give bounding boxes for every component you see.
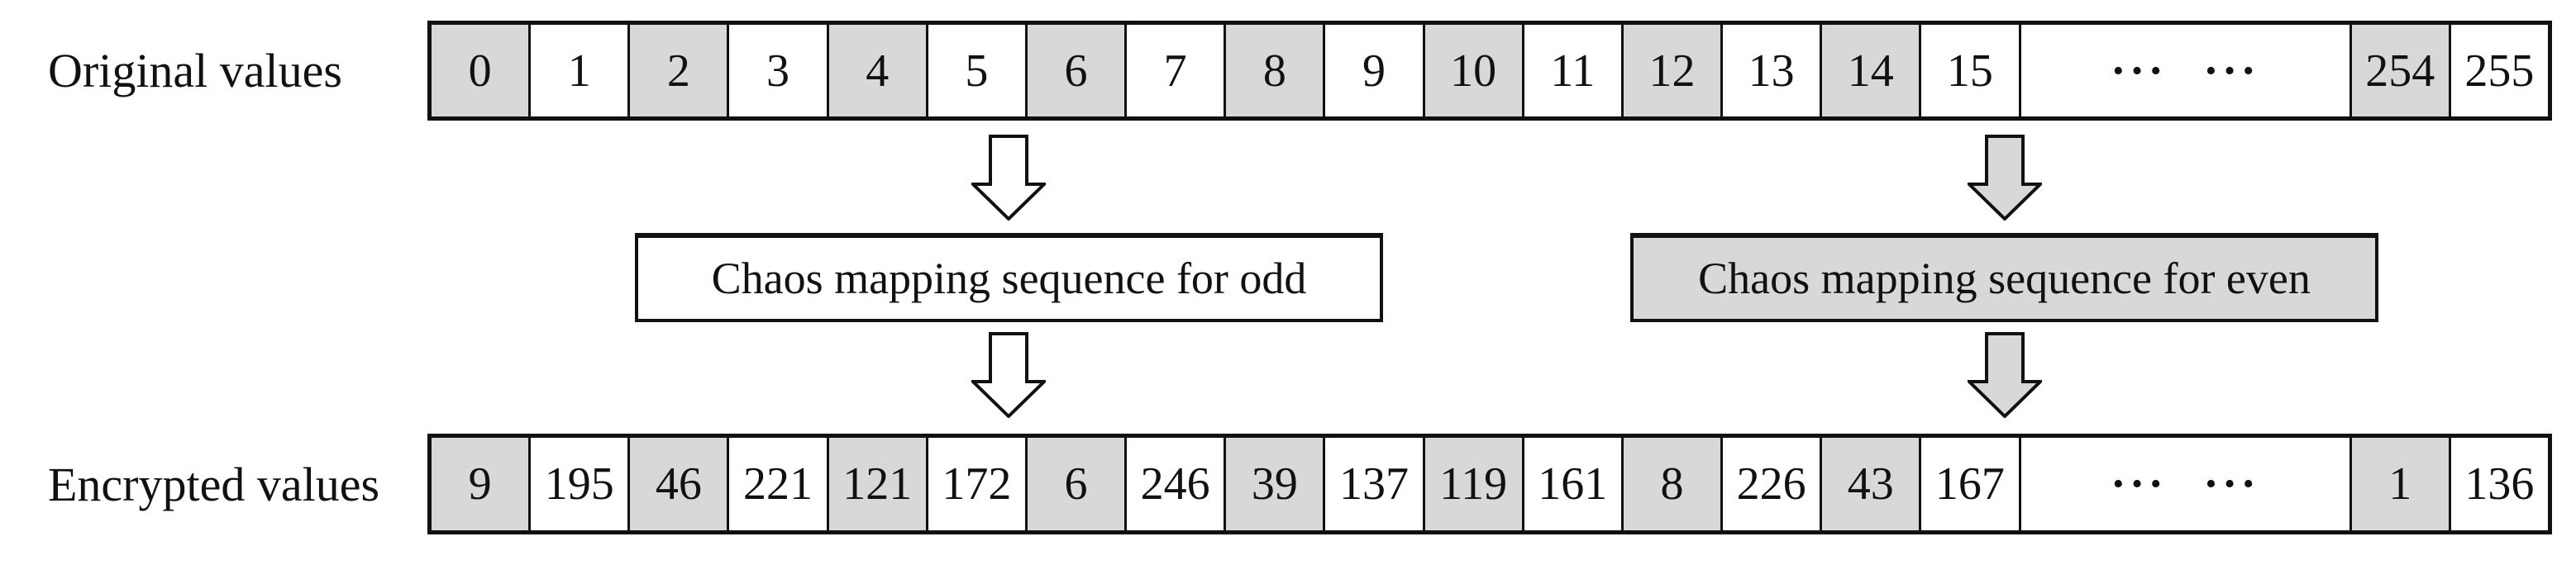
down-arrow-icon [971,135,1046,221]
value-cell: 246 [1124,438,1224,530]
value-cell: 195 [528,438,628,530]
value-cell: 6 [1024,25,1125,116]
value-cell: 10 [1422,25,1522,116]
value-cell: 254 [2349,25,2449,116]
value-cell: 4 [826,25,926,116]
chaos-mapping-even-box: Chaos mapping sequence for even [1630,233,2378,322]
value-cell: 161 [1521,438,1621,530]
value-cell: 119 [1422,438,1522,530]
value-cell: 12 [1620,25,1721,116]
value-cell: 7 [1124,25,1224,116]
value-cell: 172 [925,438,1025,530]
down-arrow-icon [1968,135,2042,221]
encrypted-values-label: Encrypted values [48,457,380,511]
ellipsis-cell: ··· ··· [2018,25,2349,116]
value-cell: 3 [727,25,827,116]
value-cell: 137 [1323,438,1423,530]
value-cell: 167 [1919,438,2019,530]
value-cell: 46 [627,438,727,530]
value-cell: 136 [2448,438,2548,530]
value-cell: 15 [1919,25,2019,116]
value-cell: 8 [1224,25,1324,116]
value-cell: 226 [1720,438,1820,530]
value-cell: 121 [826,438,926,530]
down-arrow-icon [1968,332,2042,418]
value-cell: 9 [432,438,529,530]
value-cell: 8 [1620,438,1721,530]
value-cell: 1 [528,25,628,116]
value-cell: 11 [1521,25,1621,116]
value-cell: 5 [925,25,1025,116]
value-cell: 6 [1024,438,1125,530]
value-cell: 221 [727,438,827,530]
ellipsis-cell: ··· ··· [2018,438,2349,530]
value-cell: 14 [1820,25,1920,116]
value-cell: 13 [1720,25,1820,116]
original-values-label: Original values [48,44,342,97]
value-cell: 255 [2448,25,2548,116]
chaos-mapping-odd-box: Chaos mapping sequence for odd [635,233,1383,322]
value-cell: 43 [1820,438,1920,530]
value-cell: 39 [1224,438,1324,530]
down-arrow-icon [971,332,1046,418]
value-cell: 2 [627,25,727,116]
value-cell: 9 [1323,25,1423,116]
value-cell: 1 [2349,438,2449,530]
value-cell: 0 [432,25,529,116]
